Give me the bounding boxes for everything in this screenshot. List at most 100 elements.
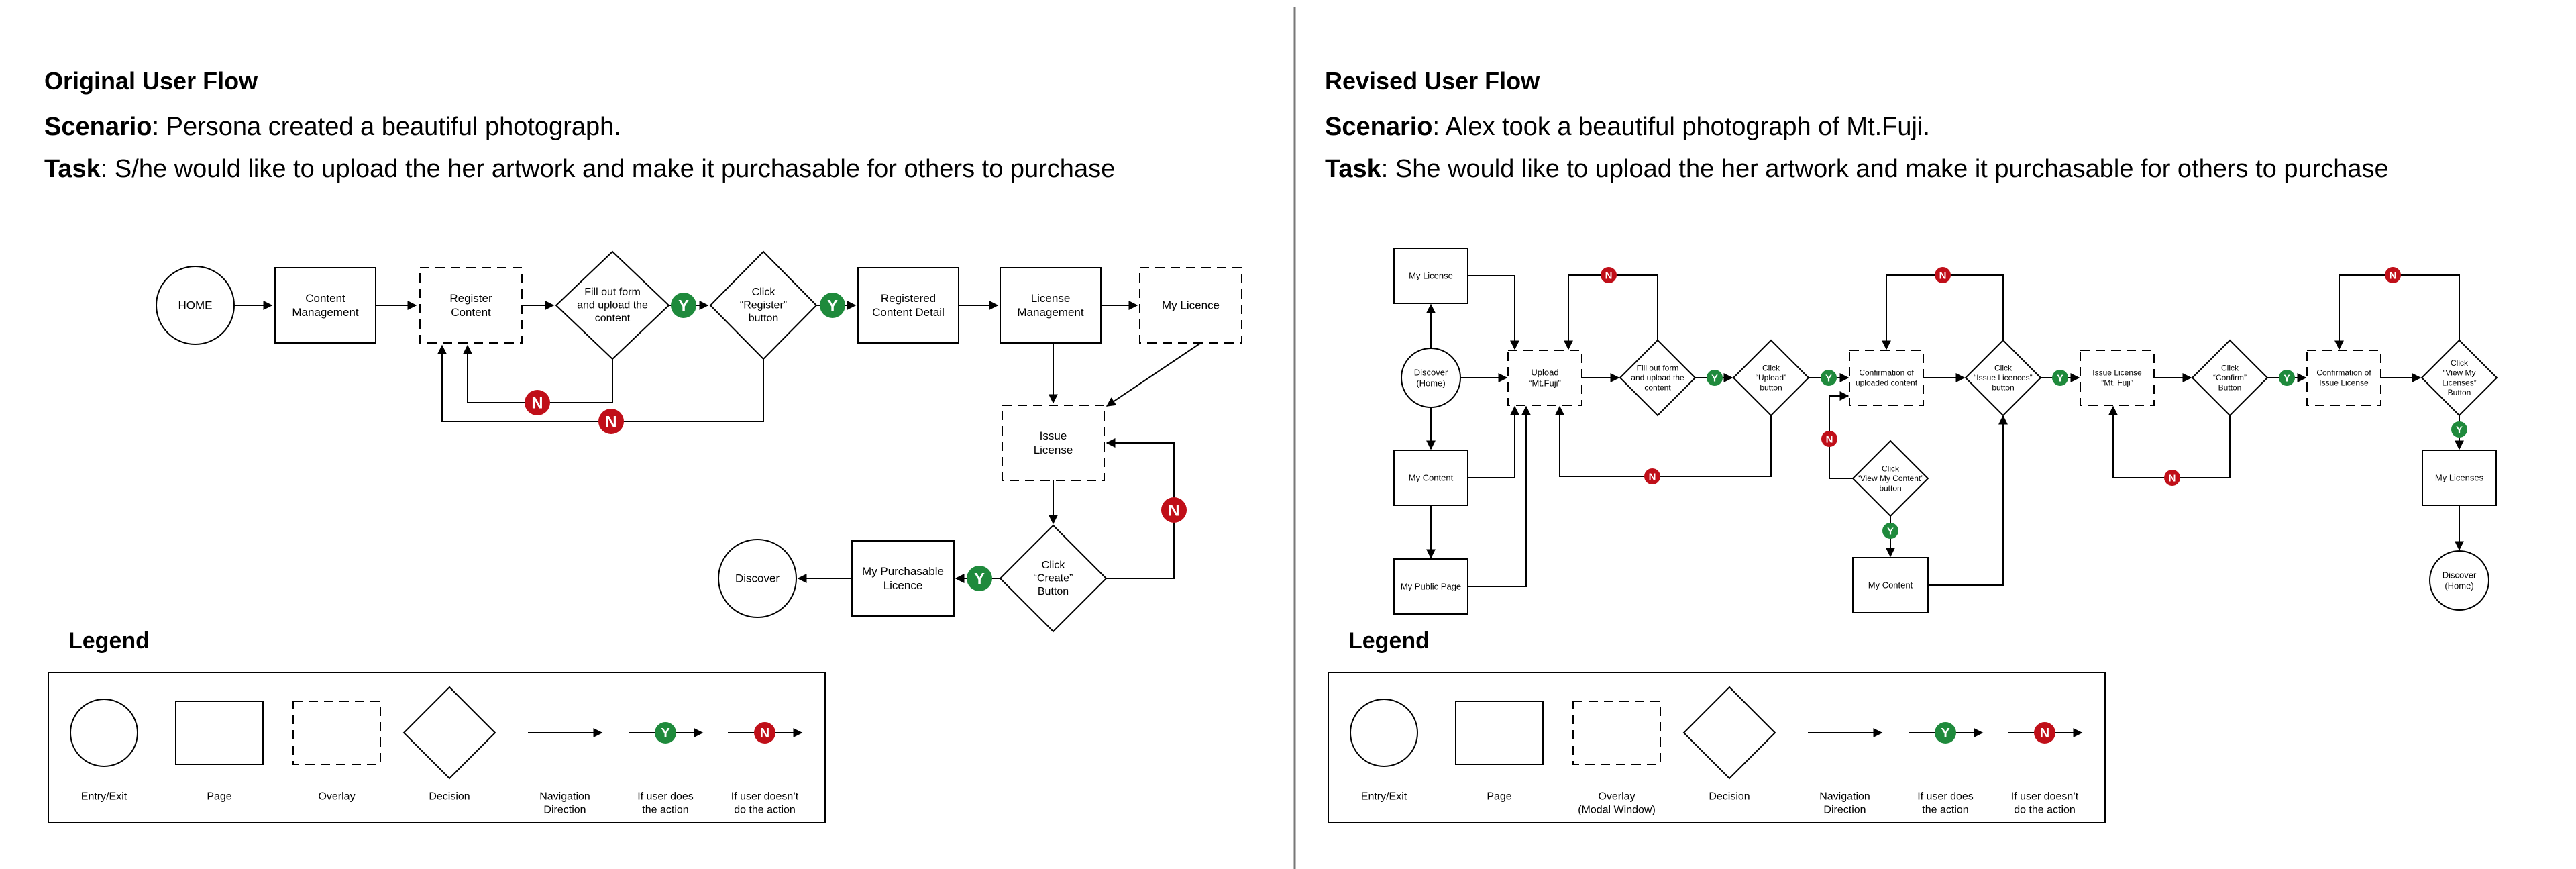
click-create-decision-label: Click [1042,560,1066,571]
issue-license-overlay-shape [1002,405,1105,481]
badge-label: Y [1825,373,1832,385]
no-badge: N [2034,722,2055,744]
click-view-my-content-decision: Click“View My Content”button [1851,440,1929,517]
confirmation-issue-license-overlay-label: Confirmation of [2316,368,2371,378]
original-legend-item-4-label: Navigation [539,791,590,803]
click-view-my-content-decision-label: Click [1882,464,1900,473]
no-badge: N [1935,267,1951,283]
revised-header: Revised User Flow Scenario: Alex took a … [1325,67,2389,197]
original-legend-overlay-shape [292,701,381,765]
flow-arrow [1928,415,2008,586]
click-view-my-licenses-decision-label: Button [2448,388,2471,397]
click-register-decision-label: button [749,313,778,324]
upload-mtfuji-overlay-label: Upload [1531,368,1558,378]
original-legend-item-6-label: If user doesn’t [731,791,799,803]
click-confirm-decision: Click“Confirm”Button [2191,339,2269,417]
click-confirm-decision-label: “Confirm” [2213,373,2247,382]
revised-legend-item-0-label: Entry/Exit [1361,791,1407,803]
click-confirm-decision-label: Button [2218,383,2242,393]
click-issue-licences-decision: Click“Issue Licences”button [1964,339,2042,417]
discover-exit-shape [718,539,797,618]
no-badge: N [1821,431,1837,447]
flow-arrow [2108,405,2231,478]
no-badge: N [2164,470,2180,486]
my-content-left-page-shape [1393,450,1468,506]
original-legend-box [48,672,826,823]
badge-label: Y [2057,373,2063,385]
revised-legend-item-2-label: Overlay [1598,791,1635,803]
badge-circle [2052,370,2068,386]
my-content-right-page-label: My Content [1868,580,1913,591]
original-legend-entry-exit-shape [70,699,138,767]
badge-circle [1644,468,1660,484]
discover-home-entry-label: Discover [1414,368,1448,378]
badge-label: Y [1711,373,1718,385]
yes-badge: Y [2052,370,2068,386]
click-create-decision-label: “Create” [1034,573,1073,584]
my-content-right-page: My Content [1852,557,1929,613]
issue-license-mtfuji-overlay-label: “Mt. Fuji” [2101,378,2133,387]
confirmation-issue-license-overlay-shape [2306,350,2381,406]
revised-legend-title: Legend [1348,628,1430,654]
flow-arrow [1564,274,1658,350]
badge-circle [754,722,775,744]
click-upload-decision-label: button [1760,383,1782,393]
original-legend-item-2-label: Overlay [318,791,355,803]
my-content-right-page-shape [1852,557,1929,613]
revised-legend-overlay-shape [1572,701,1661,765]
badge-circle [1161,497,1187,523]
upload-mtfuji-overlay-shape [1507,350,1582,406]
badge-label: N [1605,270,1613,282]
discover-home-exit-shape [2429,550,2489,611]
no-badge: N [598,409,624,434]
issue-license-mtfuji-overlay-shape [2080,350,2155,406]
click-view-my-content-decision-shape [1851,440,1929,517]
badge-label: N [2040,726,2049,741]
discover-exit: Discover [718,539,797,618]
discover-home-exit: Discover(Home) [2429,550,2489,611]
original-legend-page-shape [175,701,264,765]
badge-circle [2164,470,2180,486]
click-register-decision-label: “Register” [740,300,787,311]
badge-circle [1601,267,1617,283]
my-licence-overlay-shape [1139,267,1242,344]
click-create-decision-shape [999,524,1108,633]
click-register-decision-label: Click [752,287,776,298]
click-create-decision-label: Button [1038,586,1069,597]
issue-license-mtfuji-overlay: Issue License“Mt. Fuji” [2080,350,2155,406]
badge-circle [671,293,696,318]
revised-task: Task: She would like to upload the her a… [1325,155,2389,183]
badge-circle [967,566,992,591]
revised-legend-item-6-label: do the action [2014,804,2076,815]
my-content-left-page: My Content [1393,450,1468,506]
original-task: Task: S/he would like to upload the her … [44,155,1116,183]
discover-home-exit-label: (Home) [2445,580,2473,591]
yes-badge: Y [671,293,696,318]
no-badge: N [525,390,550,415]
registered-content-detail-page-label: Registered [881,292,936,305]
original-legend-title: Legend [68,628,150,654]
confirmation-uploaded-overlay-label: Confirmation of [1859,368,1914,378]
badge-label: Y [1887,526,1894,538]
revised-legend-box [1328,672,2106,823]
home-entry-shape [156,266,235,345]
badge-label: N [1826,434,1833,446]
yes-badge: Y [2279,370,2295,386]
fill-out-form-revised-decision-label: and upload the [1631,373,1684,382]
badge-circle [1707,370,1723,386]
flow-arrow [1468,275,1519,350]
original-legend-decision-shape [402,686,496,780]
fill-out-form-decision-label: Fill out form [584,287,641,298]
flow-arrow [1468,405,1519,478]
badge-label: Y [661,726,670,741]
my-purchasable-licence-page-label: My Purchasable [862,565,944,578]
original-legend-item-0-label: Entry/Exit [81,791,127,803]
my-content-left-page-label: My Content [1409,473,1454,483]
revised-legend-item-4-label: Direction [1823,804,1866,815]
